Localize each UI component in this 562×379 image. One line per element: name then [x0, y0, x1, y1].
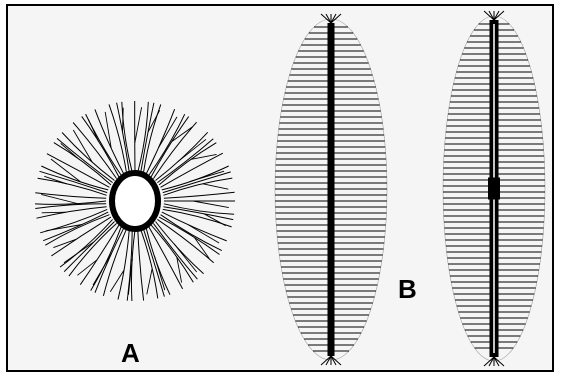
- branch-stria: [203, 184, 228, 189]
- terminal-fissure: [489, 11, 494, 20]
- radial-stria: [146, 228, 170, 295]
- label-a: A: [121, 340, 140, 366]
- terminal-fissure: [326, 356, 331, 365]
- centric-diatom-a: [35, 101, 235, 301]
- branch-stria: [147, 269, 152, 294]
- radial-stria: [41, 166, 108, 190]
- pennate-diatom-right: [443, 11, 545, 366]
- radial-stria: [162, 166, 229, 190]
- branch-stria: [193, 201, 229, 208]
- terminal-fissure: [326, 14, 331, 23]
- branch-stria: [61, 143, 79, 159]
- radial-stria: [164, 192, 235, 198]
- branch-stria: [135, 107, 142, 143]
- terminal-fissure: [494, 357, 499, 366]
- radial-stria: [159, 217, 219, 254]
- terminal-fissure: [331, 356, 336, 365]
- terminal-fissure: [321, 14, 331, 23]
- radial-stria: [82, 116, 119, 176]
- terminal-fissure: [331, 14, 336, 23]
- branch-stria: [158, 117, 177, 148]
- radial-stria: [103, 229, 126, 296]
- raphe: [328, 23, 335, 356]
- branch-stria: [51, 159, 80, 182]
- radial-stria: [43, 212, 108, 241]
- terminal-fissure: [331, 14, 341, 23]
- radial-stria: [118, 229, 129, 299]
- radial-stria: [151, 117, 189, 177]
- radial-stria: [69, 223, 117, 276]
- radial-stria: [40, 171, 108, 192]
- terminal-fissure: [494, 11, 499, 20]
- radial-stria: [143, 229, 164, 297]
- central-nodule: [488, 178, 500, 200]
- radial-stria: [138, 230, 144, 301]
- terminal-fissure: [321, 356, 331, 365]
- branch-stria: [188, 225, 219, 243]
- branch-stria: [42, 212, 66, 213]
- terminal-fissure: [489, 357, 494, 366]
- branch-stria: [41, 194, 77, 203]
- terminal-fissure: [331, 356, 341, 365]
- radial-stria: [163, 172, 231, 193]
- radial-stria: [45, 215, 109, 246]
- central-area: [112, 173, 158, 229]
- radial-stria: [95, 228, 124, 293]
- pennate-diatom-left: [275, 14, 387, 365]
- label-b: B: [398, 276, 417, 302]
